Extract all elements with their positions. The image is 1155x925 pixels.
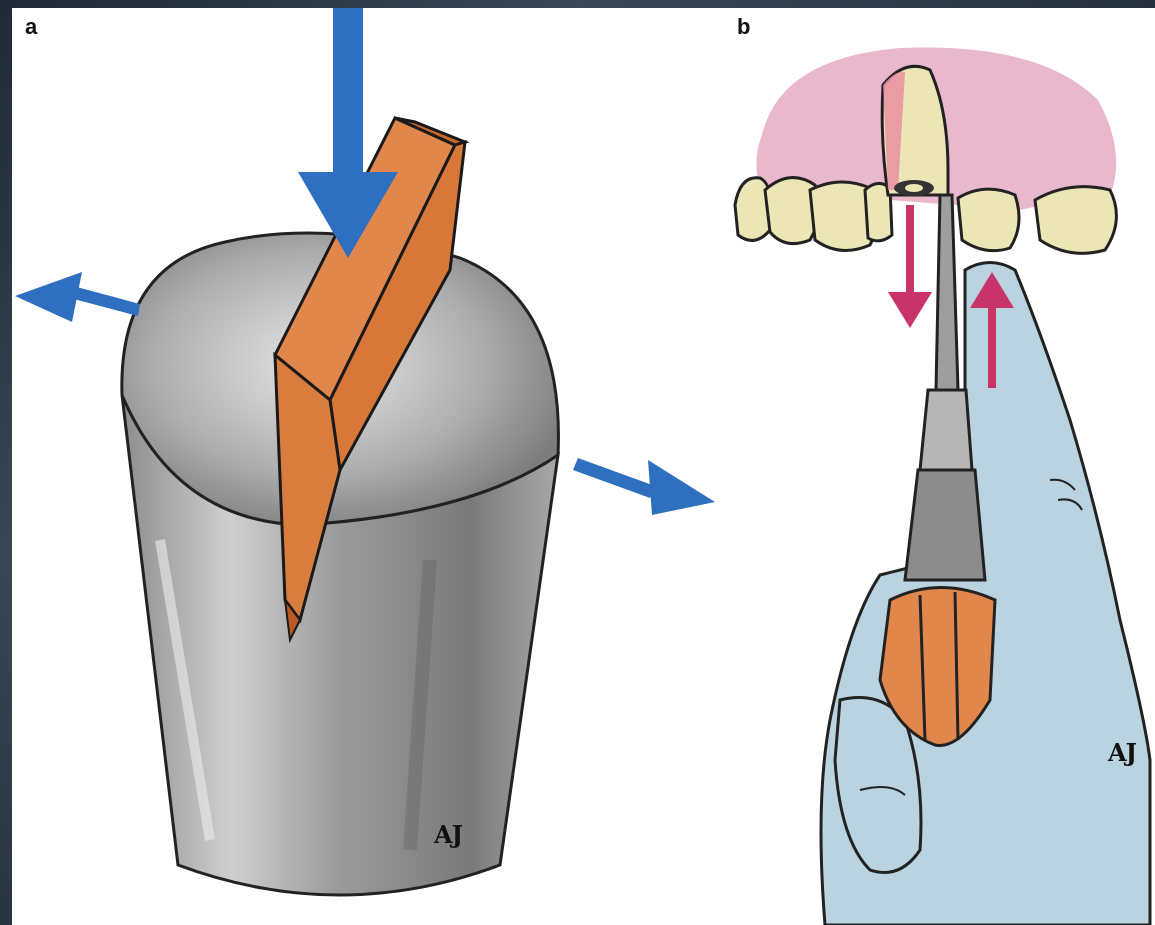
motion-arrow-down	[888, 205, 932, 328]
force-arrow-right	[573, 458, 715, 515]
panel-label-b: b	[737, 14, 750, 40]
panel-label-a: a	[25, 14, 37, 40]
elevator-shaft	[936, 195, 958, 390]
artist-signature-b: AJ	[1108, 738, 1136, 767]
panel-a	[15, 8, 715, 895]
root-canal-inner	[905, 184, 923, 192]
panel-b	[735, 47, 1150, 925]
force-arrow-left	[15, 272, 140, 322]
elevator-collar	[905, 470, 985, 580]
elevator-neck	[920, 390, 972, 470]
artist-signature-a: AJ	[434, 820, 462, 849]
